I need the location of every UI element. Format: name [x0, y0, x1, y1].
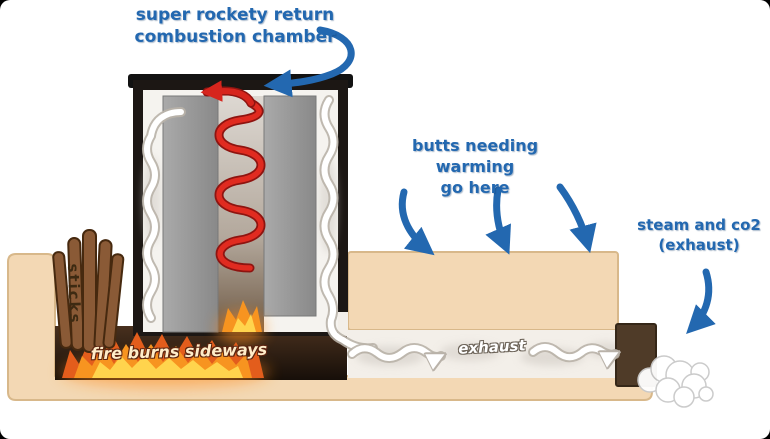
return-arrow	[200, 80, 254, 106]
stick	[67, 237, 85, 351]
left-channel-flow	[144, 109, 184, 321]
downdraft-flow	[321, 97, 376, 352]
stick	[102, 253, 125, 349]
bench-pointer-arrow-1	[398, 188, 435, 256]
chamber-label: super rockety return combustion chamber	[124, 4, 346, 48]
steam-label: steam and co2 (exhaust)	[632, 216, 766, 255]
chamber-pointer-arrow	[263, 26, 355, 98]
steam-label-line2: (exhaust)	[658, 235, 740, 254]
chamber-label-line1: super rockety return	[135, 5, 335, 25]
heat-spiral	[200, 80, 266, 273]
bench	[347, 251, 619, 331]
steam-pointer-arrow	[686, 268, 716, 334]
bench-pointer-arrow-3	[556, 183, 597, 254]
stick	[82, 229, 97, 353]
right-column	[263, 95, 317, 317]
flame-inner	[92, 356, 243, 378]
duct-flow-arrow-1	[349, 345, 441, 358]
annotation-arrows	[263, 26, 716, 334]
sticks-label: sticks	[63, 263, 85, 325]
duct-flow-arrow-2	[530, 344, 615, 357]
bench-label: butts needing warming go here	[372, 136, 578, 198]
sticks-group	[52, 229, 125, 353]
bench-pointer-arrow-2	[485, 186, 511, 255]
steam-label-line1: steam and co2	[637, 216, 761, 234]
bench-label-line2: go here	[440, 177, 510, 197]
left-column	[162, 95, 219, 333]
smoke-flow-arrows	[142, 95, 615, 358]
stick	[52, 251, 73, 349]
chamber-label-line2: combustion chamber	[134, 27, 336, 48]
bench-label-line1: butts needing warming	[411, 136, 539, 176]
steam-cloud	[637, 355, 714, 408]
